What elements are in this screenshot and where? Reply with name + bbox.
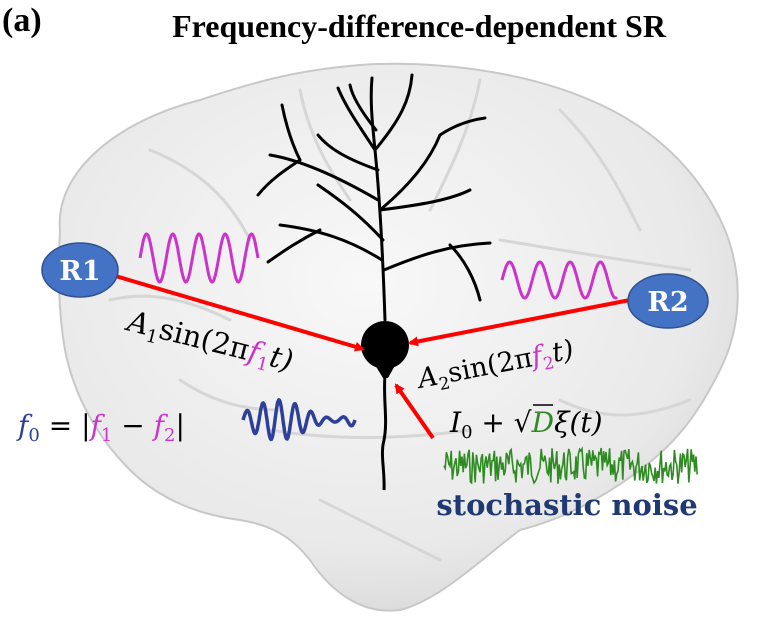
noise-signal	[443, 446, 698, 485]
neuron-axon-hillock	[372, 360, 398, 378]
signal-wave-2	[500, 260, 619, 300]
noise-trace	[443, 446, 698, 485]
receptor-r1: R1	[41, 242, 119, 298]
beat-minus: −	[112, 409, 153, 442]
formula-1-amp-sub: 1	[144, 325, 160, 348]
noise-plus: + √	[473, 406, 532, 439]
signal-wave-1	[138, 232, 260, 284]
beat-close: |	[175, 409, 184, 442]
receptor-r2: R2	[627, 273, 709, 329]
receptor-r2-label: R2	[647, 287, 688, 318]
panel-label: (a)	[2, 2, 42, 39]
formula-beat: f0 = |f1 − f2|	[16, 409, 185, 446]
formula-1-freq-sub: 1	[254, 353, 270, 376]
neuron-dendrites	[256, 73, 492, 322]
arrow-r2-input	[408, 296, 641, 347]
noise-D: D	[531, 406, 554, 439]
arrow-r1-input	[111, 273, 365, 352]
formula-2-freq-sub: 2	[542, 353, 556, 375]
beat-f1-sub: 1	[101, 425, 112, 446]
noise-label: stochastic noise	[436, 488, 697, 522]
beat-f2-sub: 2	[164, 425, 175, 446]
formula-noise: I0 + √Dξ(t)	[449, 406, 603, 443]
figure-title: Frequency-difference-dependent SR	[172, 8, 666, 44]
beat-lhs-sub: 0	[28, 425, 39, 446]
receptor-r1-label: R1	[59, 256, 100, 287]
neuron-soma	[361, 321, 409, 369]
arrow-noise-input	[394, 383, 435, 440]
formula-2-amp-sub: 2	[437, 373, 451, 395]
noise-current-sub: 0	[461, 422, 472, 443]
brain-sulci	[108, 78, 692, 562]
noise-current: I	[449, 406, 462, 439]
beat-eq: = |	[40, 409, 91, 442]
neuron-axon	[380, 374, 388, 491]
beat-wave	[241, 398, 357, 442]
noise-xi: ξ(t)	[554, 406, 603, 439]
